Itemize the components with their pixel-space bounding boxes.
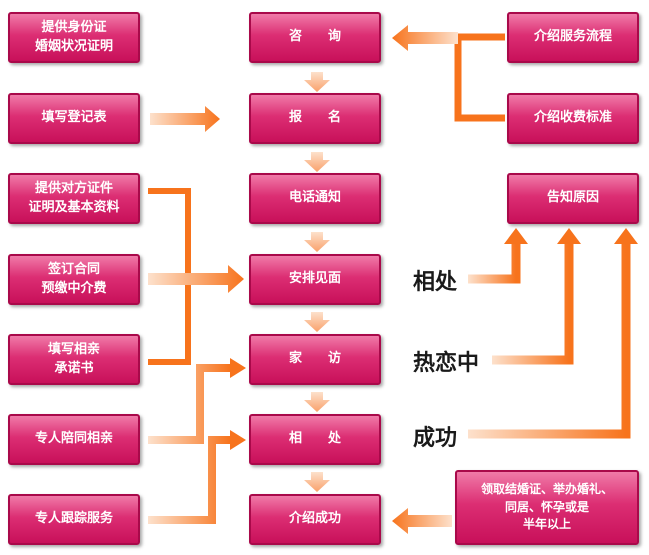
down-arrow-5	[304, 392, 330, 412]
right-box-inform-reason: 告知原因	[507, 173, 639, 224]
success-arrow	[392, 508, 452, 534]
down-arrow-4	[304, 312, 330, 332]
right-box-outcome: 领取结婚证、举办婚礼、 同居、怀孕或是 半年以上	[455, 470, 639, 545]
getting-along-arrow-head	[504, 228, 528, 244]
left-box-id-proof: 提供身份证 婚姻状况证明	[8, 12, 140, 63]
left-box-contract: 签订合同 预缴中介费	[8, 254, 140, 305]
center-box-match-success-text: 介绍成功	[288, 511, 341, 527]
left-box-follow-up: 专人跟踪服务	[8, 494, 140, 545]
left-box-contract-text: 签订合同 预缴中介费	[41, 261, 107, 296]
center-box-phone-notice-text: 电话通知	[288, 190, 341, 206]
center-box-phone-notice: 电话通知	[249, 173, 381, 224]
success-stage-arrow-head	[614, 228, 638, 244]
down-arrow-3	[304, 232, 330, 252]
left-box-registration-form: 填写登记表	[8, 93, 140, 144]
meeting-arrow	[148, 265, 244, 293]
right-box-inform-reason-text: 告知原因	[546, 190, 599, 206]
stage-label-in-love: 热恋中	[413, 351, 480, 376]
consult-arrow	[392, 25, 458, 51]
center-box-arrange-meeting-text: 安排见面	[288, 271, 341, 287]
escort-arrow-head	[230, 358, 246, 378]
right-box-service-process: 介绍服务流程	[507, 12, 639, 63]
left-box-escort: 专人陪同相亲	[8, 414, 140, 465]
left-box-partner-documents: 提供对方证件 证明及基本资料	[8, 173, 140, 224]
right-box-service-process-text: 介绍服务流程	[533, 29, 612, 45]
follow-arrow-head	[230, 430, 246, 450]
left-box-commitment-text: 填写相亲 承诺书	[47, 341, 100, 376]
in-love-arrow-head	[557, 228, 581, 244]
left-box-escort-text: 专人陪同相亲	[34, 431, 113, 447]
escort-arrow-line	[148, 364, 230, 444]
success-stage-arrow-line	[468, 242, 631, 439]
in-love-arrow-line	[492, 242, 574, 365]
left-box-registration-form-text: 填写登记表	[41, 110, 107, 126]
getting-along-arrow-line	[468, 242, 521, 284]
left-box-partner-documents-text: 提供对方证件 证明及基本资料	[28, 180, 120, 215]
down-arrow-2	[304, 152, 330, 172]
center-flow-arrows	[304, 72, 330, 492]
stage-label-success: 成功	[413, 426, 458, 451]
center-box-signup: 报 名	[249, 93, 381, 144]
stage-label-getting-along: 相处	[413, 270, 458, 295]
register-arrow	[150, 106, 220, 132]
down-arrow-6	[304, 472, 330, 492]
center-box-consult: 咨 询	[249, 12, 381, 63]
center-box-home-visit-text: 家 访	[288, 351, 341, 367]
service-bracket	[454, 33, 505, 122]
left-box-commitment: 填写相亲 承诺书	[8, 334, 140, 385]
center-box-getting-along: 相 处	[249, 414, 381, 465]
center-box-getting-along-text: 相 处	[288, 431, 341, 447]
center-box-arrange-meeting: 安排见面	[249, 254, 381, 305]
down-arrow-1	[304, 72, 330, 92]
right-box-outcome-text: 领取结婚证、举办婚礼、 同居、怀孕或是 半年以上	[480, 482, 613, 532]
center-box-consult-text: 咨 询	[288, 29, 341, 45]
right-box-fee-standard-text: 介绍收费标准	[533, 110, 612, 126]
left-box-follow-up-text: 专人跟踪服务	[34, 511, 113, 527]
left-box-id-proof-text: 提供身份证 婚姻状况证明	[34, 19, 113, 54]
follow-arrow-line	[148, 436, 230, 524]
center-box-home-visit: 家 访	[249, 334, 381, 385]
center-box-signup-text: 报 名	[288, 110, 341, 126]
center-box-match-success: 介绍成功	[249, 494, 381, 545]
right-box-fee-standard: 介绍收费标准	[507, 93, 639, 144]
